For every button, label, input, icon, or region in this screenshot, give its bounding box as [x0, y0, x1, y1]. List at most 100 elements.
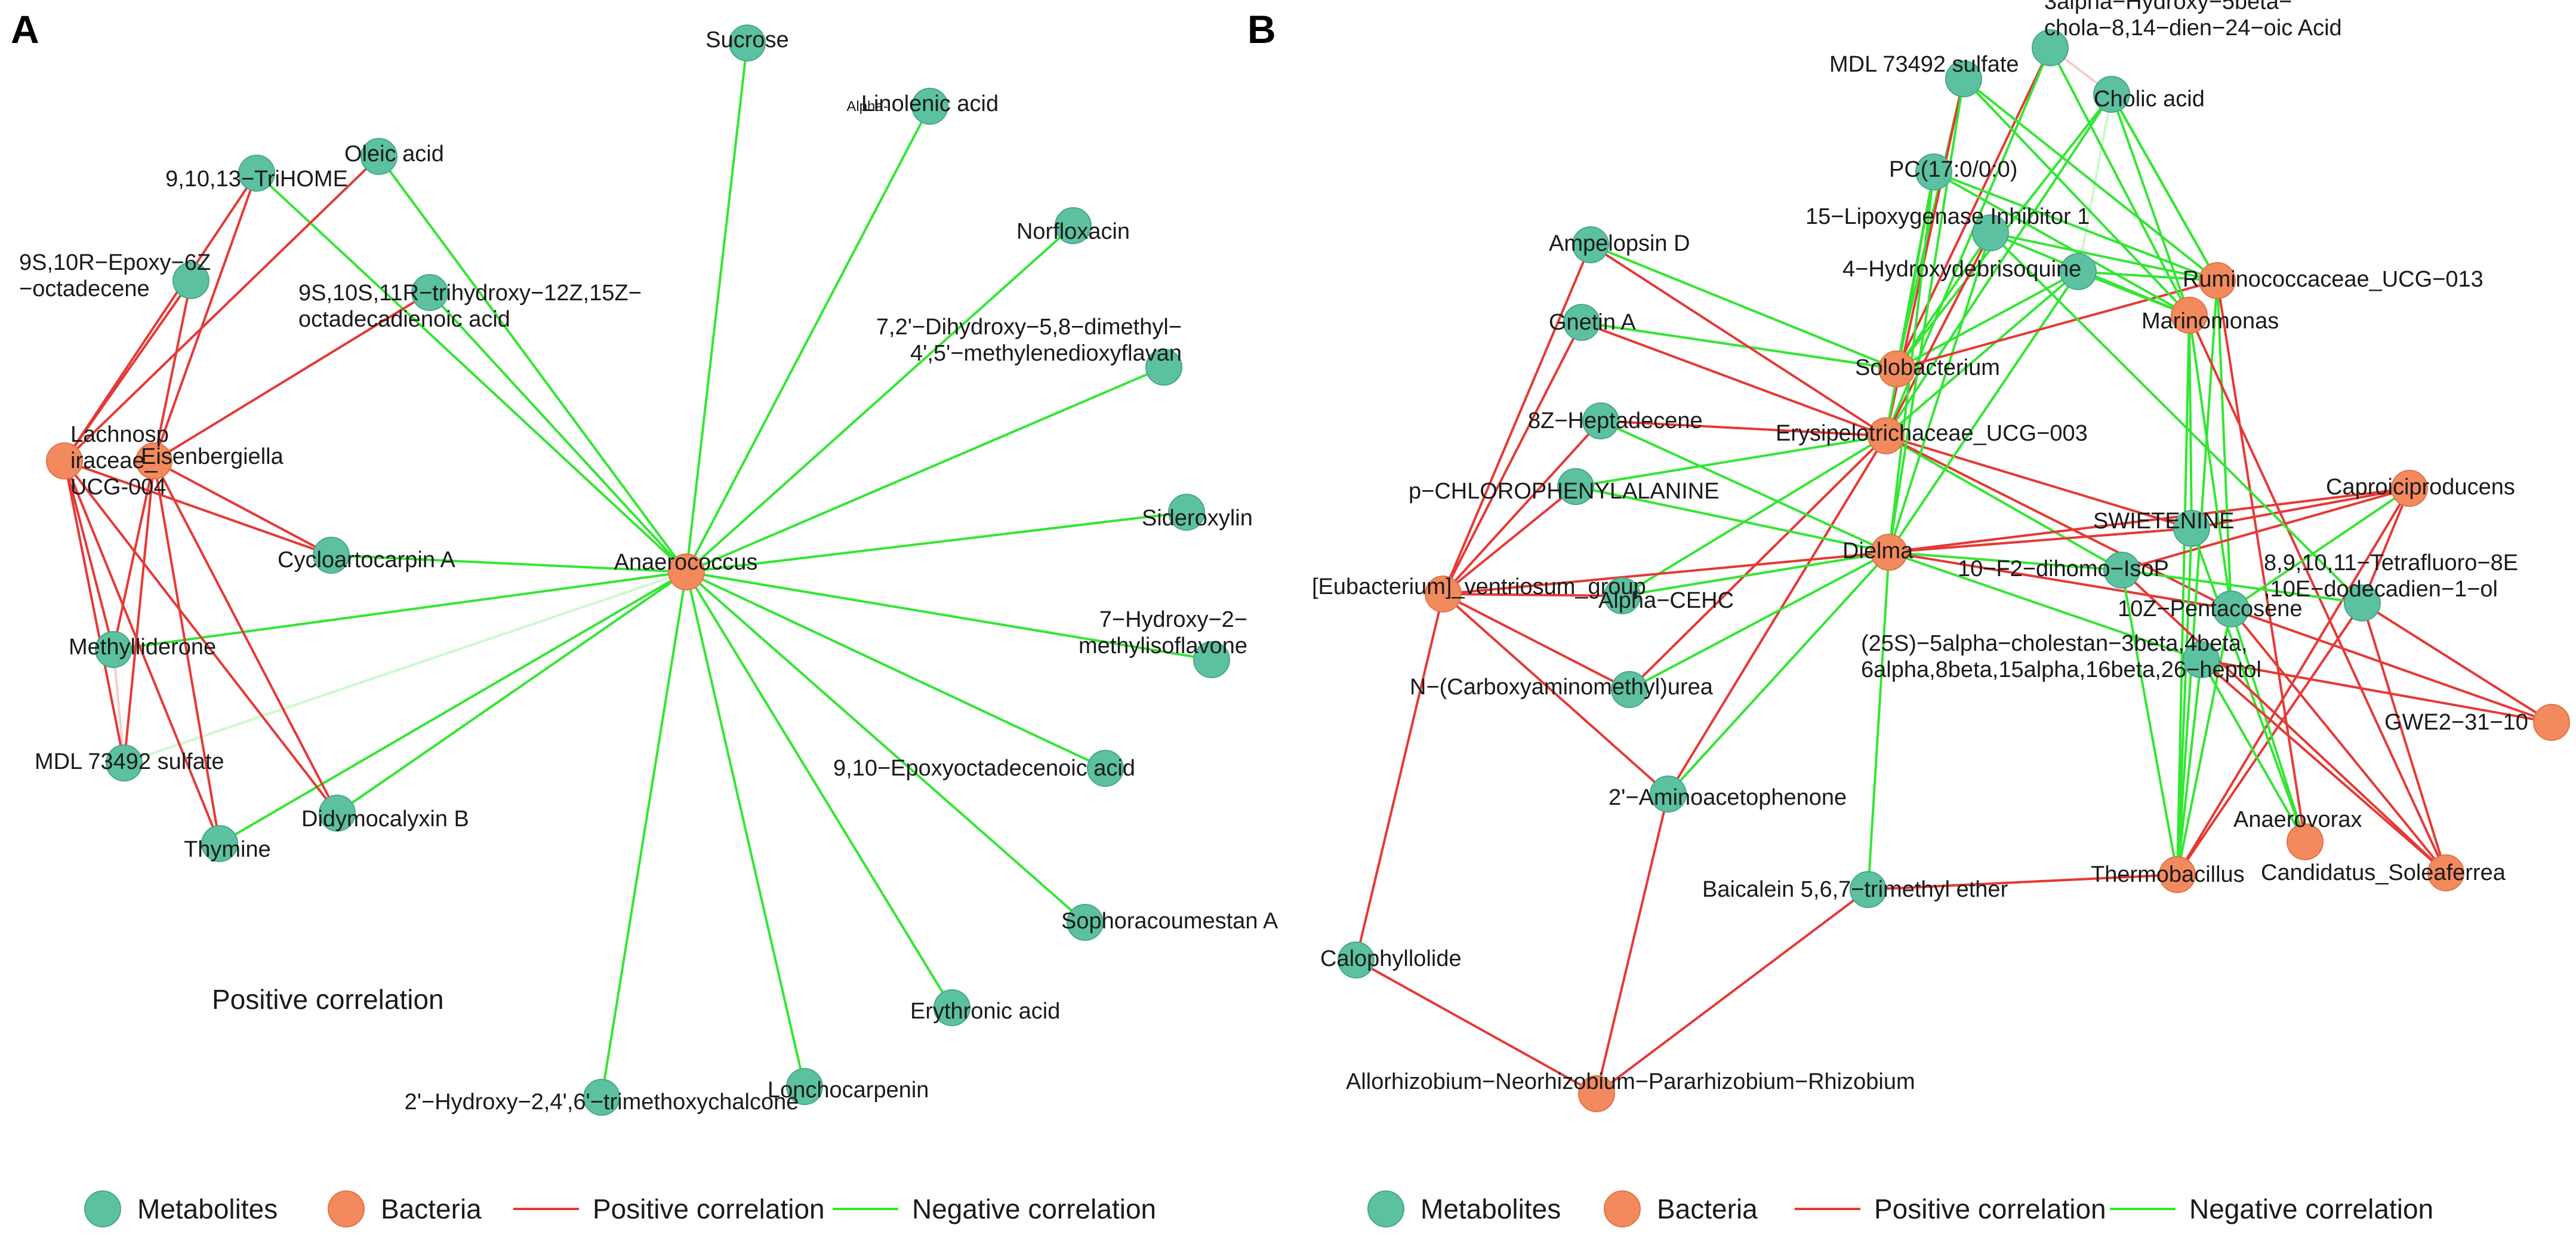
legend-a-symbol-bac	[328, 1190, 365, 1227]
a-edge-eisen-trihydroxy	[153, 291, 431, 462]
b-label-dielma: Dielma	[1842, 539, 1913, 564]
b-edge-caproi-swietenine	[2191, 487, 2410, 530]
a-edge-anaero-erythronic	[685, 571, 953, 1009]
b-label-hepta: 8Z−Heptadecene	[1528, 408, 1703, 433]
b-edge-gwe2-cholestan	[2201, 658, 2552, 724]
b-edge-erysip-swietenine	[1885, 435, 2192, 530]
a-label-eisen: Eisenbergiella	[141, 444, 284, 469]
b-edge-solob-ampel	[1590, 244, 1897, 370]
b-edge-tetrafluoro-thermo	[2176, 602, 2364, 876]
a-node-erythronic	[933, 989, 970, 1026]
a-edge-eisen-thymine	[153, 460, 221, 844]
b-edge-tetrafluoro-lipox	[1989, 232, 2364, 604]
b-edge-erysip-pentacosene	[1885, 435, 2232, 610]
a-edge-anaero-alin	[685, 106, 931, 573]
b-edge-eubact-gnetin	[1442, 322, 1583, 595]
b-edge-eubact-alphacehc	[1443, 593, 1623, 597]
b-node-anaerovorax	[2287, 823, 2324, 860]
b-node-thermo	[2159, 856, 2196, 893]
a-edge-anaero-didymo	[336, 571, 688, 814]
b-node-chola	[2032, 29, 2069, 66]
b-edge-gwe2-pentacosene	[2230, 608, 2552, 724]
panel-b-nodes	[1338, 29, 2570, 1112]
b-edge-tetrafluoro-solea	[2361, 602, 2447, 873]
b-edge-tetrafluoro-f2dihomo	[2121, 569, 2363, 604]
b-node-eubact	[1425, 576, 1462, 613]
legend-b-label-bac: Bacteria	[1657, 1193, 1758, 1224]
b-edge-marino-mdlb	[1962, 78, 2190, 316]
b-edge-caproi-tetrafluoro	[2361, 488, 2411, 604]
b-node-hepta	[1582, 402, 1619, 439]
b-label-swietenine: SWIETENINE	[2093, 509, 2234, 534]
a-edge-eisen-epoxy6z	[153, 280, 192, 461]
a-edge-lachno-epoxy6z	[63, 279, 192, 462]
b-edge-thermo-swietenine	[2176, 528, 2193, 875]
a-edge-anaero-cycloart	[331, 554, 687, 573]
b-edge-caproi-thermo	[2176, 487, 2411, 876]
a-edge-anaero-hydroxychalcone	[600, 571, 688, 1098]
a-node-anaero	[668, 553, 705, 590]
a-edge-anaero-hydroxymethyl	[686, 571, 1212, 661]
b-edge-eubact-aminoaceto	[1442, 593, 1669, 795]
b-label-thermo: Thermobacillus	[2091, 862, 2245, 887]
b-edge-eubact-ampel	[1442, 244, 1592, 595]
b-edge-tetrafluoro-gwe2	[2361, 602, 2553, 724]
b-edge-rumino-hydroxydeb	[2078, 270, 2218, 282]
b-edge-dielma-aminoaceto	[1667, 551, 1890, 795]
a-edge-anaero-sophora	[685, 571, 1086, 924]
b-edge-dielma-pentacosene	[1888, 551, 2232, 610]
b-edge-dielma-baicalein	[1867, 552, 1890, 890]
a-label-trihydroxy: 9S,10S,11R−trihydroxy−12Z,15Z−octadecadi…	[298, 281, 642, 332]
b-label-anaerovorax: Anaerovorax	[2233, 807, 2362, 832]
b-node-gwe2	[2533, 704, 2570, 741]
b-node-pchloro	[1557, 468, 1594, 505]
a-edge-eisen-cycloart	[153, 460, 332, 556]
b-edge-dielma-ncarboxy	[1629, 551, 1890, 691]
b-node-rumino	[2199, 262, 2236, 299]
a-label-cycloart: Cycloartocarpin A	[278, 547, 455, 573]
b-edge-anaerovorax-cholestan	[2200, 659, 2306, 842]
a-label-erythronic: Erythronic acid	[910, 999, 1060, 1024]
b-edge-marino-cholic	[2110, 94, 2190, 316]
a-node-sucrose	[729, 24, 766, 61]
a-label-dihydroxy: 7,2'−Dihydroxy−5,8−dimethyl−4',5'−methyl…	[876, 315, 1182, 366]
b-label-cholic: Cholic acid	[2094, 87, 2205, 112]
b-edge-solob-hydroxydeb	[1896, 270, 2079, 370]
b-node-pc17	[1915, 153, 1952, 190]
b-label-hydroxydeb: 4−Hydroxydebrisoquine	[1842, 257, 2081, 282]
a-label-hydroxychalcone: 2'−Hydroxy−2,4',6'−trimethoxychalcone	[405, 1090, 799, 1115]
b-label-gwe2: GWE2−31−10	[2384, 710, 2528, 735]
b-edge-eubact-pchloro	[1442, 485, 1577, 595]
a-edge-lachno-mdl	[63, 460, 125, 764]
b-edge-anaerovorax-swietenine	[2190, 528, 2306, 842]
legend-a-symbol-met	[84, 1190, 121, 1227]
a-node-epoxy6z	[172, 262, 209, 299]
b-edge-allorhizo-baicalein	[1595, 888, 1869, 1095]
panel-b-labels: SolobacteriumErysipelotrichaceae_UCG−003…	[1312, 0, 2528, 1094]
b-label-f2dihomo: 10−F2−dihomo−IsoP	[1958, 556, 2169, 581]
a-label-anaero: Anaerococcus	[614, 550, 758, 575]
a-edge-anaero-thymine	[218, 571, 688, 845]
b-node-dielma	[1871, 534, 1908, 571]
b-node-swietenine	[2173, 510, 2210, 547]
a-node-cycloart	[313, 537, 350, 574]
b-edge-dielma-lipox	[1888, 232, 1992, 553]
a-label-norflox: Norfloxacin	[1016, 219, 1130, 244]
b-edge-allorhizo-aminoaceto	[1595, 793, 1669, 1094]
b-node-marino	[2171, 297, 2208, 334]
a-node-dihydroxy	[1145, 349, 1182, 386]
b-label-mdlb: MDL 73492 sulfate	[1829, 52, 2019, 77]
b-edge-solob-chola	[1896, 47, 2051, 370]
b-edge-rumino-pentacosene	[2216, 280, 2232, 610]
b-label-caproi: Caproiciproducens	[2326, 475, 2515, 500]
b-edge-eubact-calophy	[1355, 593, 1444, 961]
legend-b-label-neg: Negative correlation	[2189, 1193, 2433, 1224]
legend-a-label-met: Metabolites	[137, 1193, 278, 1224]
legend-b-symbol-met	[1367, 1190, 1404, 1227]
b-edge-erysip-hydroxydeb	[1885, 270, 2079, 437]
b-edge-cholic-rumino	[2110, 94, 2218, 281]
panel-a-note: Positive correlation	[212, 984, 444, 1015]
b-label-gnetin: Gnetin A	[1549, 310, 1636, 335]
